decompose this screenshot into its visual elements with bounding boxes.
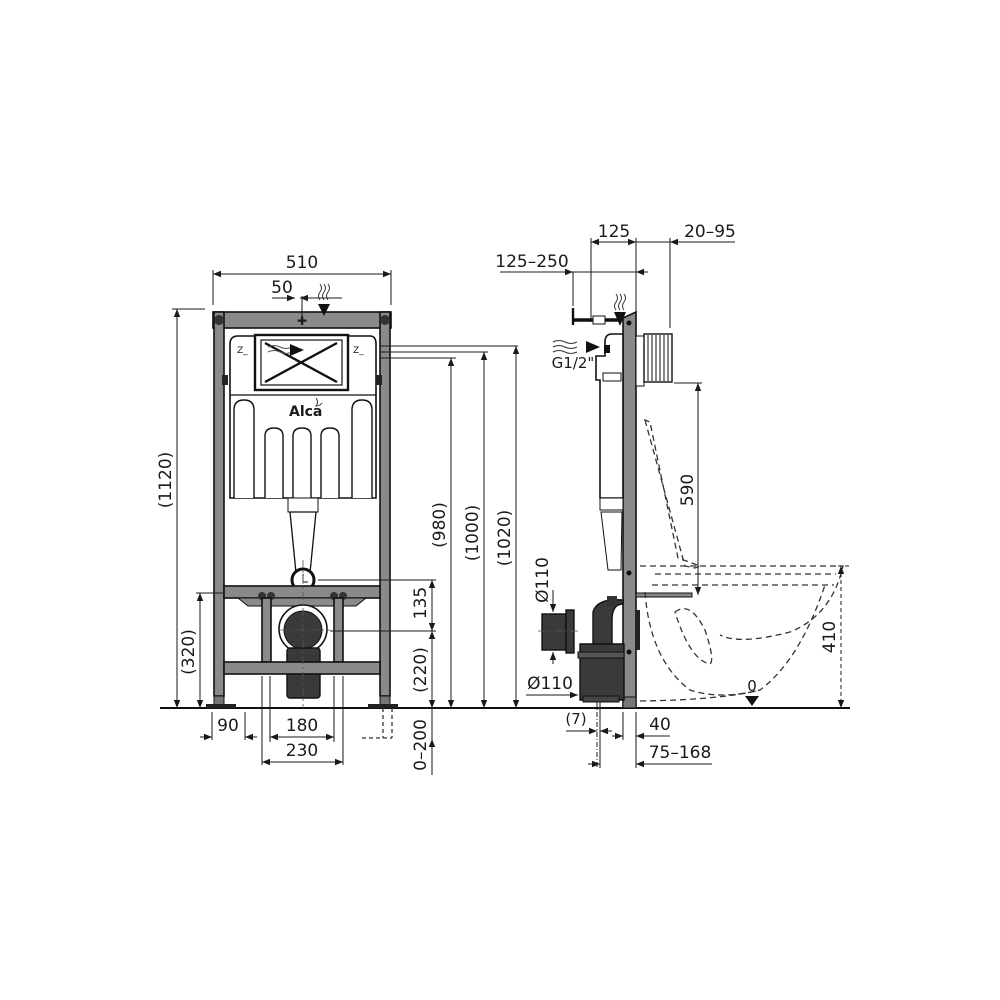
dim-frame-depth: 40: [649, 715, 671, 735]
frame-bolt-icon: [214, 315, 224, 325]
dim-pipe-gap: (7): [565, 710, 586, 728]
dim-bolt-spacing-outer: 230: [286, 741, 318, 761]
frame-right-upright: [379, 311, 391, 697]
dim-height-1020: (1020): [495, 510, 515, 567]
flush-button-housing: [643, 333, 673, 383]
frame-cross-bar: [223, 585, 381, 599]
dim-flush-offset: 50: [271, 278, 293, 298]
dim-front-offset: 20–95: [684, 222, 736, 242]
frame-side-post: [622, 310, 637, 709]
dim-height-980: (980): [430, 502, 450, 548]
water-supply-arrow-icon: [614, 312, 626, 326]
dim-height-1000: (1000): [463, 505, 483, 562]
mounting-bolt: [635, 592, 693, 598]
dim-floor-adjust: 0–200: [411, 719, 431, 771]
frame-bolt-icon: [380, 315, 390, 325]
drain-connector: [541, 613, 567, 651]
svg-text:Z_: Z_: [237, 346, 248, 356]
dim-overall-width: 510: [286, 253, 318, 273]
dim-foot-width: 90: [217, 716, 239, 736]
dim-depth-125: 125: [598, 222, 630, 242]
dim-drain-height: (220): [411, 647, 431, 693]
brand-logo: Alca: [289, 404, 322, 420]
logo-bird-icon: [315, 397, 323, 407]
cistern-tank-side: [595, 333, 624, 499]
dim-wall-offset: 75–168: [649, 743, 712, 763]
dim-bolt-spacing-inner: 180: [286, 716, 318, 736]
dim-seat-height: 410: [820, 621, 840, 653]
water-inlet-arrow-icon: [586, 341, 600, 353]
dim-cross-bar-height: (320): [179, 629, 199, 675]
side-view: G1/2" 125 2: [495, 222, 852, 768]
water-inlet-arrow-icon: [290, 344, 304, 356]
dim-pipe-diameter-top: Ø110: [533, 557, 553, 603]
svg-text:✚: ✚: [297, 314, 307, 328]
toilet-outline: [639, 418, 844, 702]
dim-button-to-bolt: 590: [678, 474, 698, 506]
front-view: Z_ Z_ Alca: [156, 253, 520, 775]
bolt-support-left: [261, 597, 272, 663]
frame-left-upright: [213, 311, 225, 697]
dim-pipe-diameter-bottom: Ø110: [527, 674, 573, 694]
dim-drain-to-bolts: 135: [411, 587, 431, 619]
bolt-support-right: [333, 597, 344, 663]
dim-inlet-offset: 125–250: [495, 252, 568, 272]
water-supply-arrow-icon: [318, 304, 330, 316]
svg-text:Z_: Z_: [353, 346, 364, 356]
dim-overall-height: (1120): [156, 452, 176, 509]
floor-level-marker-icon: [745, 696, 759, 706]
inlet-thread-label: G1/2": [552, 354, 595, 372]
frame-bottom-bar: [223, 661, 381, 675]
floor-zero-label: 0: [747, 677, 757, 695]
tank-ribs: [233, 399, 373, 498]
